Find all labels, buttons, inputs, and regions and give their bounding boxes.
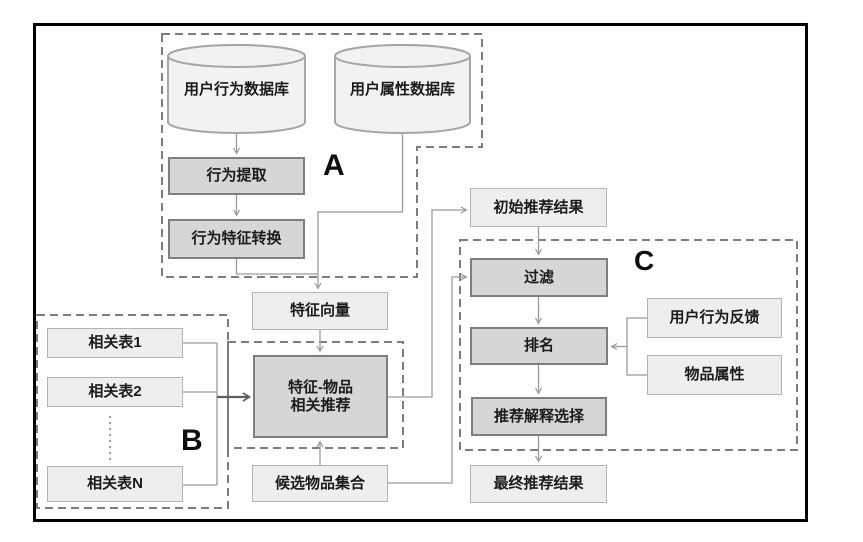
node-explanation-select: 推荐解释选择 <box>471 397 607 436</box>
node-candidate-item-set: 候选物品集合 <box>252 465 388 502</box>
edge-rec-to-initialresult <box>388 210 466 398</box>
node-final-result: 最终推荐结果 <box>470 465 607 503</box>
node-related-table-2: 相关表2 <box>47 377 183 407</box>
region-c-label: C <box>634 245 655 276</box>
node-initial-result: 初始推荐结果 <box>470 188 607 227</box>
node-user-attribute-db: 用户属性数据库 <box>349 80 455 98</box>
user-behavior-db-cylinder <box>167 44 306 134</box>
region-a-outline <box>161 33 483 278</box>
node-feature-item-rec: 特征-物品 相关推荐 <box>253 355 388 438</box>
node-user-feedback: 用户行为反馈 <box>647 298 782 338</box>
node-behavior-feature-transform: 行为特征转换 <box>168 219 305 259</box>
node-behavior-extract: 行为提取 <box>168 157 305 195</box>
region-b-outline <box>36 314 229 509</box>
region-c-outline <box>459 239 798 451</box>
node-related-table-1: 相关表1 <box>47 328 183 358</box>
edge-transform-to-featurevector <box>235 259 318 275</box>
feature-item-rec-outline <box>227 341 404 449</box>
region-a-label: A <box>323 149 345 182</box>
feature-item-rec-line1: 特征-物品 <box>288 378 353 396</box>
node-ranking: 排名 <box>470 327 608 365</box>
node-filter: 过滤 <box>470 258 608 297</box>
node-item-attribute: 物品属性 <box>647 355 782 395</box>
node-user-behavior-db: 用户行为数据库 <box>183 80 289 98</box>
feedback-bracket <box>626 317 647 376</box>
user-attribute-db-cylinder <box>334 44 471 134</box>
node-related-table-n: 相关表N <box>47 466 183 502</box>
feature-item-rec-line2: 相关推荐 <box>290 396 351 414</box>
region-b-label: B <box>181 424 203 457</box>
edge-attributedb-to-featurevector <box>318 133 404 288</box>
node-feature-vector: 特征向量 <box>252 292 388 330</box>
edge-candidates-to-filter <box>388 277 466 484</box>
